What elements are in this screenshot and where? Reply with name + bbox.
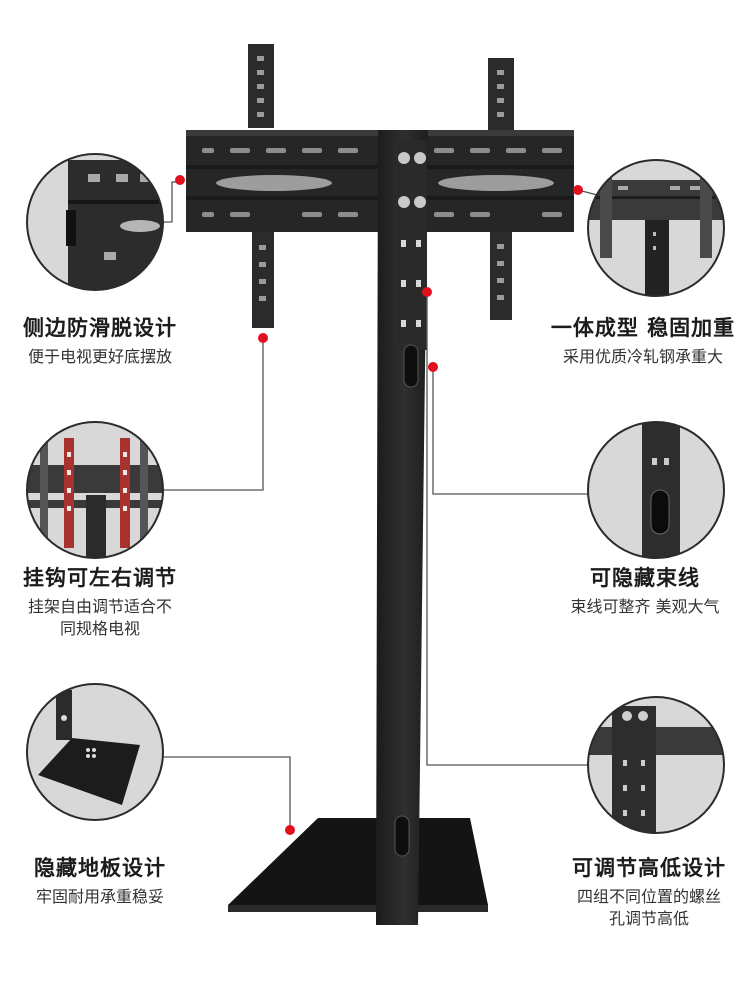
feature-anti-slip: 侧边防滑脱设计 便于电视更好底摆放 [14, 312, 186, 368]
feature-title: 隐藏地板设计 [34, 856, 166, 880]
cable-hole-detail-icon [587, 421, 725, 559]
feature-floor: 隐藏地板设计 牢固耐用承重稳妥 [14, 852, 186, 908]
tv-stand [186, 44, 574, 925]
feature-desc: 便于电视更好底摆放 [27, 347, 172, 366]
height-adjust-detail-icon [587, 696, 725, 834]
feature-desc: 采用优质冷轧钢承重大 [562, 347, 723, 366]
feature-height: 可调节高低设计 四组不同位置的螺丝 孔调节高低 [556, 852, 742, 930]
upright-bracket-right [488, 58, 514, 130]
feature-desc: 束线可整齐 美观大气 [570, 597, 720, 616]
hotspot-dots [175, 175, 583, 835]
feature-desc: 四组不同位置的螺丝 [576, 887, 721, 906]
feature-title: 挂钩可左右调节 [23, 566, 177, 590]
feature-one-piece: 一体成型 稳固加重 采用优质冷轧钢承重大 [540, 312, 746, 368]
feature-desc: 孔调节高低 [608, 909, 689, 928]
anti-slip-detail-icon [26, 153, 164, 291]
feature-desc: 同规格电视 [59, 619, 140, 638]
feature-hooks: 挂钩可左右调节 挂架自由调节适合不 同规格电视 [10, 562, 190, 640]
floor-plate-detail-icon [26, 683, 164, 821]
feature-title: 一体成型 稳固加重 [550, 316, 736, 340]
reinforced-frame-detail-icon [587, 159, 725, 297]
feature-desc: 牢固耐用承重稳妥 [35, 887, 164, 906]
feature-title: 可隐藏束线 [590, 566, 700, 590]
feature-cable: 可隐藏束线 束线可整齐 美观大气 [545, 562, 745, 618]
feature-title: 可调节高低设计 [572, 856, 726, 880]
floor-base-plate [228, 818, 488, 905]
feature-desc: 挂架自由调节适合不 [27, 597, 172, 616]
feature-title: 侧边防滑脱设计 [23, 316, 177, 340]
adjustable-hook-detail-icon [26, 421, 164, 559]
